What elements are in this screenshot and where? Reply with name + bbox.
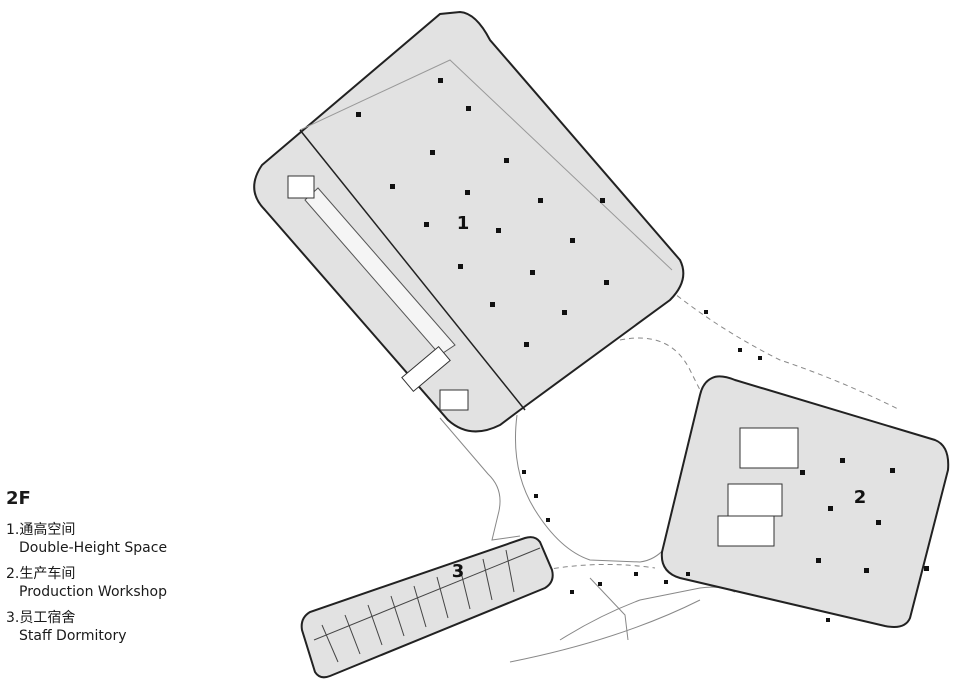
legend-item-cn: 3.员工宿舍 [6,610,76,626]
legend-item-cn: 2.生产车间 [6,566,76,582]
legend-item-3: 3.员工宿舍 Staff Dormitory [6,609,167,645]
zone-label-3: 3 [452,561,465,582]
legend-item-1: 1.通高空间 Double-Height Space [6,521,167,557]
legend-item-en: Double-Height Space [19,540,168,556]
building-2 [660,375,950,628]
legend-item-cn: 1.通高空间 [6,522,76,538]
site-markers [522,310,830,622]
zone-label-2: 2 [854,487,867,508]
zone-label-1: 1 [457,213,470,234]
floor-label: 2F [6,488,31,509]
legend-item-2: 2.生产车间 Production Workshop [6,565,167,601]
building-1 [253,10,685,433]
legend-item-en: Staff Dormitory [19,628,127,644]
legend-item-en: Production Workshop [19,584,168,600]
building-3 [300,536,554,679]
circulation-paths [439,289,901,663]
legend: 2F 1.通高空间 Double-Height Space 2.生产车间 Pro… [6,488,167,653]
